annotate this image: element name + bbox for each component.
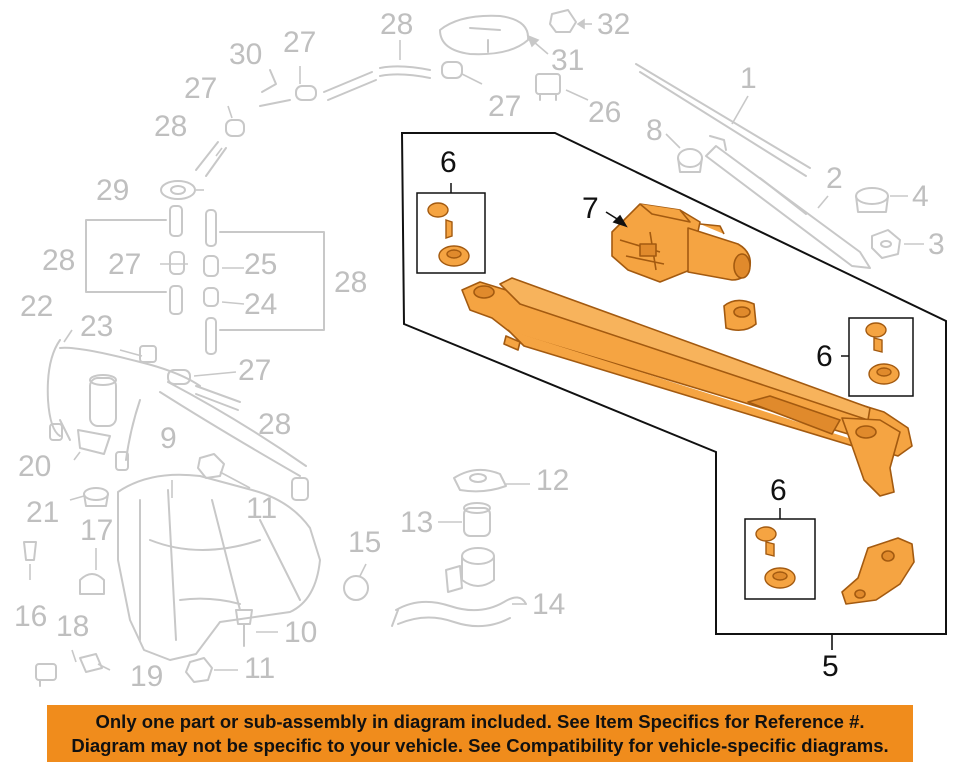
detail-box-6-left (416, 183, 486, 274)
callout-6-bottom: 6 (770, 474, 787, 507)
callout-27-upper-right: 27 (488, 90, 522, 123)
callout-6-left: 6 (440, 146, 457, 179)
callout-28-lower: 28 (258, 408, 292, 441)
sensor-part-13 (463, 502, 491, 537)
wiper-blade-part (635, 63, 811, 177)
small-parts-left (23, 487, 109, 687)
callout-28-bracket-right: 28 (334, 266, 368, 299)
washer-hose-lower (167, 369, 241, 411)
fastener-parts-lower (185, 453, 253, 683)
disclaimer-banner: Only one part or sub-assembly in diagram… (47, 705, 913, 762)
callout-28-left: 28 (154, 110, 188, 143)
callout-27-mid: 27 (108, 248, 142, 281)
callout-23: 23 (80, 310, 114, 343)
connector-part-26 (535, 73, 561, 101)
callout-16: 16 (14, 600, 48, 633)
grommet-part-12 (453, 468, 507, 493)
callout-20: 20 (18, 450, 52, 483)
cap-part-8 (677, 148, 703, 173)
callout-32: 32 (597, 8, 631, 41)
callout-13: 13 (400, 506, 434, 539)
callout-12: 12 (536, 464, 570, 497)
callout-11-lower: 11 (244, 652, 276, 685)
callout-19: 19 (130, 660, 164, 693)
washer-hose-upper (195, 61, 463, 177)
hose-part-14 (391, 547, 527, 628)
callout-17: 17 (80, 514, 114, 547)
cap-part-15 (343, 575, 369, 601)
callout-27-left: 27 (184, 72, 218, 105)
callout-9: 9 (160, 422, 177, 455)
callout-6-right: 6 (816, 340, 833, 373)
grommet-part-29 (160, 180, 196, 200)
wiper-motor-part (611, 203, 752, 283)
callout-26: 26 (588, 96, 622, 129)
hose-connector-group (85, 205, 325, 355)
callout-27-lower: 27 (238, 354, 272, 387)
callout-1: 1 (740, 62, 757, 95)
callout-28-top: 28 (380, 8, 414, 41)
callout-7: 7 (582, 192, 599, 225)
disclaimer-line-2: Diagram may not be specific to your vehi… (71, 734, 889, 756)
washer-nozzle-part (439, 14, 530, 56)
disclaimer-line-1: Only one part or sub-assembly in diagram… (95, 710, 865, 732)
washer-hose-long (46, 339, 309, 501)
callout-28-bracket-left: 28 (42, 244, 76, 277)
callout-15: 15 (348, 526, 382, 559)
callout-5: 5 (822, 650, 839, 683)
mounting-bracket-part (841, 537, 915, 605)
callout-14: 14 (532, 588, 566, 621)
callout-30: 30 (229, 38, 263, 71)
clip-part-32 (549, 9, 577, 33)
assembly-outline (400, 132, 947, 635)
callout-11-upper: 11 (246, 492, 278, 525)
callout-8: 8 (646, 114, 663, 147)
callout-25: 25 (244, 248, 278, 281)
callout-10: 10 (284, 616, 318, 649)
callout-22: 22 (20, 290, 54, 323)
nut-part-3 (871, 229, 901, 259)
detail-box-6-right (841, 317, 914, 397)
callout-18: 18 (56, 610, 90, 643)
callout-27-top: 27 (283, 26, 317, 59)
wiper-arm-part (705, 145, 871, 269)
callout-3: 3 (928, 228, 945, 261)
connector-part-23 (139, 345, 157, 363)
wiper-linkage-part (461, 277, 913, 497)
callout-4: 4 (912, 180, 929, 213)
callout-31: 31 (551, 44, 585, 77)
detail-box-6-bottom (744, 508, 816, 600)
callout-21: 21 (26, 496, 60, 529)
washer-pump-part (77, 374, 117, 455)
callout-24: 24 (244, 288, 278, 321)
cap-part-4 (855, 187, 889, 213)
washer-reservoir-part (117, 473, 321, 661)
callout-29: 29 (96, 174, 130, 207)
bushing-part (723, 299, 757, 332)
callout-2: 2 (826, 162, 843, 195)
